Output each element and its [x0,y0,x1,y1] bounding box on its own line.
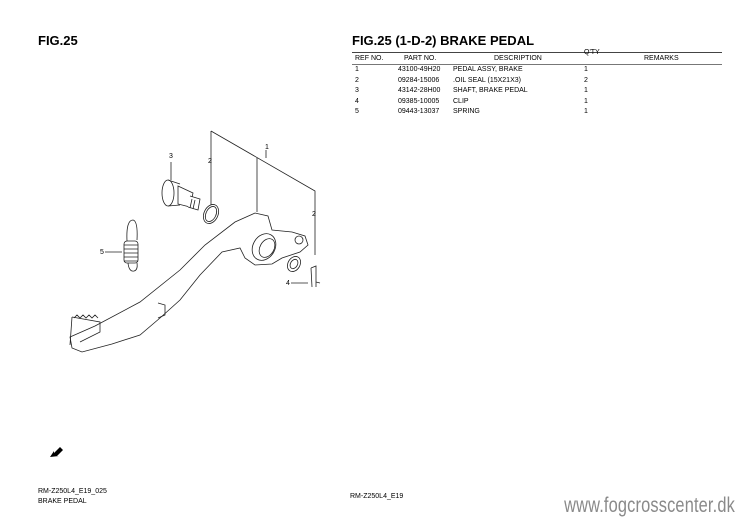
cell-ref: 5 [355,108,359,115]
cell-desc: CLIP [453,97,469,105]
cell-part: 43142-28H00 [398,87,441,94]
spring-part [123,219,139,272]
cell-desc: SPRING [453,108,480,115]
figure-title: FIG.25 (1-D-2) BRAKE PEDAL [352,33,535,48]
cell-part: 09443-13037 [398,108,440,115]
callout-bracket [210,130,316,255]
cell-qty: 1 [584,97,588,105]
parts-table: REF NO. PART NO. DESCRIPTION Q'TY REMARK… [352,49,722,119]
cell-qty: 2 [584,76,588,84]
footer-name: BRAKE PEDAL [38,498,87,505]
callout-1: 1 [265,144,269,151]
footer-model: RM-Z250L4_E19 [350,493,404,500]
watermark: www.fogcrosscenter.dk [564,494,735,517]
callout-5: 5 [100,249,104,256]
shaft-part [161,179,201,211]
cell-qty: 1 [584,87,588,94]
cell-qty: 1 [584,108,588,115]
figure-label: FIG.25 [38,33,78,48]
cell-part: 09284-15006 [398,76,440,84]
table-header: REF NO. PART NO. DESCRIPTION Q'TY REMARK… [352,49,722,62]
cell-desc: .OIL SEAL (15X21X3) [453,76,521,84]
header-qty: Q'TY [584,49,600,56]
brake-pedal-part [69,212,309,353]
table-row: 1 43100-49H20 PEDAL ASSY, BRAKE 1 [352,66,722,77]
cell-ref: 2 [355,76,359,84]
cell-desc: SHAFT, BRAKE PEDAL [453,87,528,94]
oil-seal-part-2 [287,256,301,272]
header-desc: DESCRIPTION [494,55,542,62]
front-direction-icon [50,447,63,457]
cell-desc: PEDAL ASSY, BRAKE [453,66,523,73]
footer-code: RM-Z250L4_E19_025 [38,488,107,495]
callout-2a: 2 [208,158,212,165]
table-row: 5 09443-13037 SPRING 1 [352,108,722,119]
cell-ref: 4 [355,97,359,105]
cell-part: 09385-10005 [398,97,440,105]
callout-4: 4 [286,280,290,287]
header-ref: REF NO. [355,55,384,62]
cell-qty: 1 [584,66,588,73]
cell-ref: 3 [355,87,359,94]
header-remarks: REMARKS [644,55,679,62]
header-part: PART NO. [404,55,437,62]
table-row: 4 09385-10005 CLIP 1 [352,98,722,109]
header-rule [352,52,722,53]
cell-part: 43100-49H20 [398,66,441,73]
clip-part [310,265,321,288]
table-row: 2 09284-15006 .OIL SEAL (15X21X3) 2 [352,77,722,88]
oil-seal-part [202,204,220,224]
table-row: 3 43142-28H00 SHAFT, BRAKE PEDAL 1 [352,87,722,98]
callout-2b: 2 [312,211,316,218]
cell-ref: 1 [355,66,359,73]
callout-3: 3 [169,153,173,160]
